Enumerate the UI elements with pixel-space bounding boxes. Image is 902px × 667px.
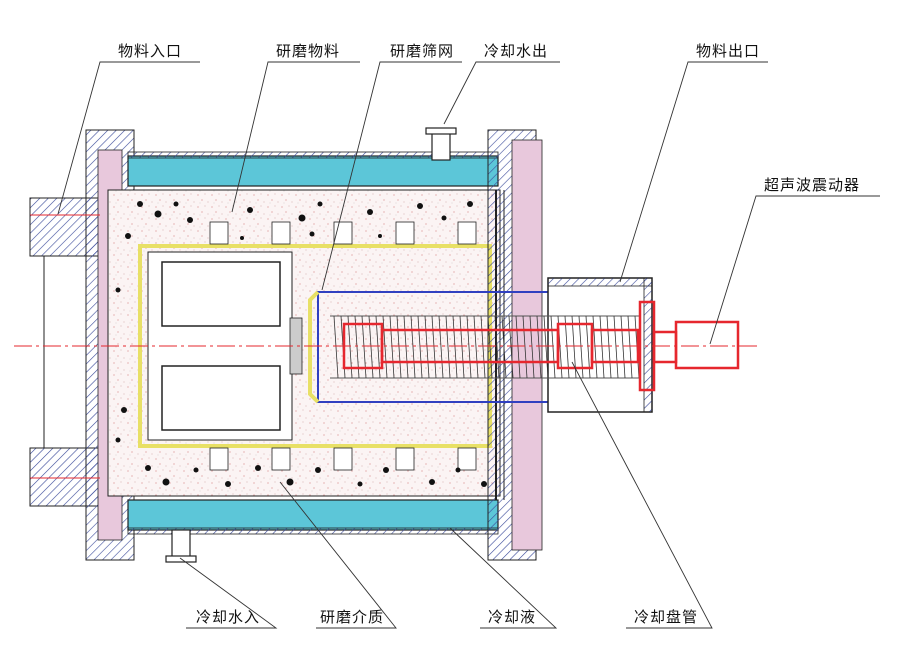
coil-turn: [592, 315, 598, 379]
water-outlet-pipe: [425, 127, 457, 161]
coil-turn: [382, 315, 388, 379]
coil-turn: [550, 315, 556, 379]
label-cooling-water-out: 冷却水出: [484, 42, 549, 60]
coil-turn: [487, 315, 493, 379]
coil-turn: [529, 315, 535, 379]
grinding-chamber: [107, 189, 501, 497]
label-cooling-coil: 冷却盘管: [634, 608, 699, 626]
coil-turn: [466, 315, 472, 379]
label-grinding-material: 研磨物料: [276, 42, 341, 60]
label-material-outlet: 物料出口: [696, 42, 761, 60]
ultrasonic-vibrator-body: [652, 320, 740, 370]
coil-turn: [515, 315, 521, 379]
inlet-flange: [29, 129, 135, 561]
coil-turn: [452, 315, 458, 379]
outlet-housing: [547, 277, 653, 413]
coil-turn: [480, 315, 486, 379]
coil-turn: [508, 315, 514, 379]
label-ultrasonic-vibrator: 超声波震动器: [764, 176, 861, 194]
label-grinding-screen: 研磨筛网: [390, 42, 455, 60]
coil-turn: [396, 315, 402, 379]
coil-turn: [501, 315, 507, 379]
coil-turn: [445, 315, 451, 379]
leader-lines: [57, 61, 880, 629]
label-coolant: 冷却液: [488, 608, 537, 626]
coil-turn: [613, 315, 619, 379]
coil-turn: [599, 315, 605, 379]
coil-turn: [410, 315, 416, 379]
coil-turn: [389, 315, 395, 379]
coil-turn: [620, 315, 626, 379]
coil-turn: [424, 315, 430, 379]
coil-turn: [403, 315, 409, 379]
water-inlet-pipe: [165, 529, 197, 563]
coil-turn: [627, 315, 633, 379]
label-material-inlet: 物料入口: [118, 42, 183, 60]
coil-turn: [431, 315, 437, 379]
coil-turn: [522, 315, 528, 379]
coil-turn: [543, 315, 549, 379]
cooling-jacket: [127, 151, 499, 535]
coil-turn: [473, 315, 479, 379]
label-grinding-media: 研磨介质: [320, 608, 385, 626]
coil-turn: [494, 315, 500, 379]
coil-turn: [417, 315, 423, 379]
coil-turn: [333, 315, 339, 379]
coil-turn: [438, 315, 444, 379]
outlet-flange: [487, 129, 543, 561]
coil-turn: [459, 315, 465, 379]
label-cooling-water-in: 冷却水入: [196, 608, 261, 626]
coil-turn: [536, 315, 542, 379]
coil-turn: [606, 315, 612, 379]
